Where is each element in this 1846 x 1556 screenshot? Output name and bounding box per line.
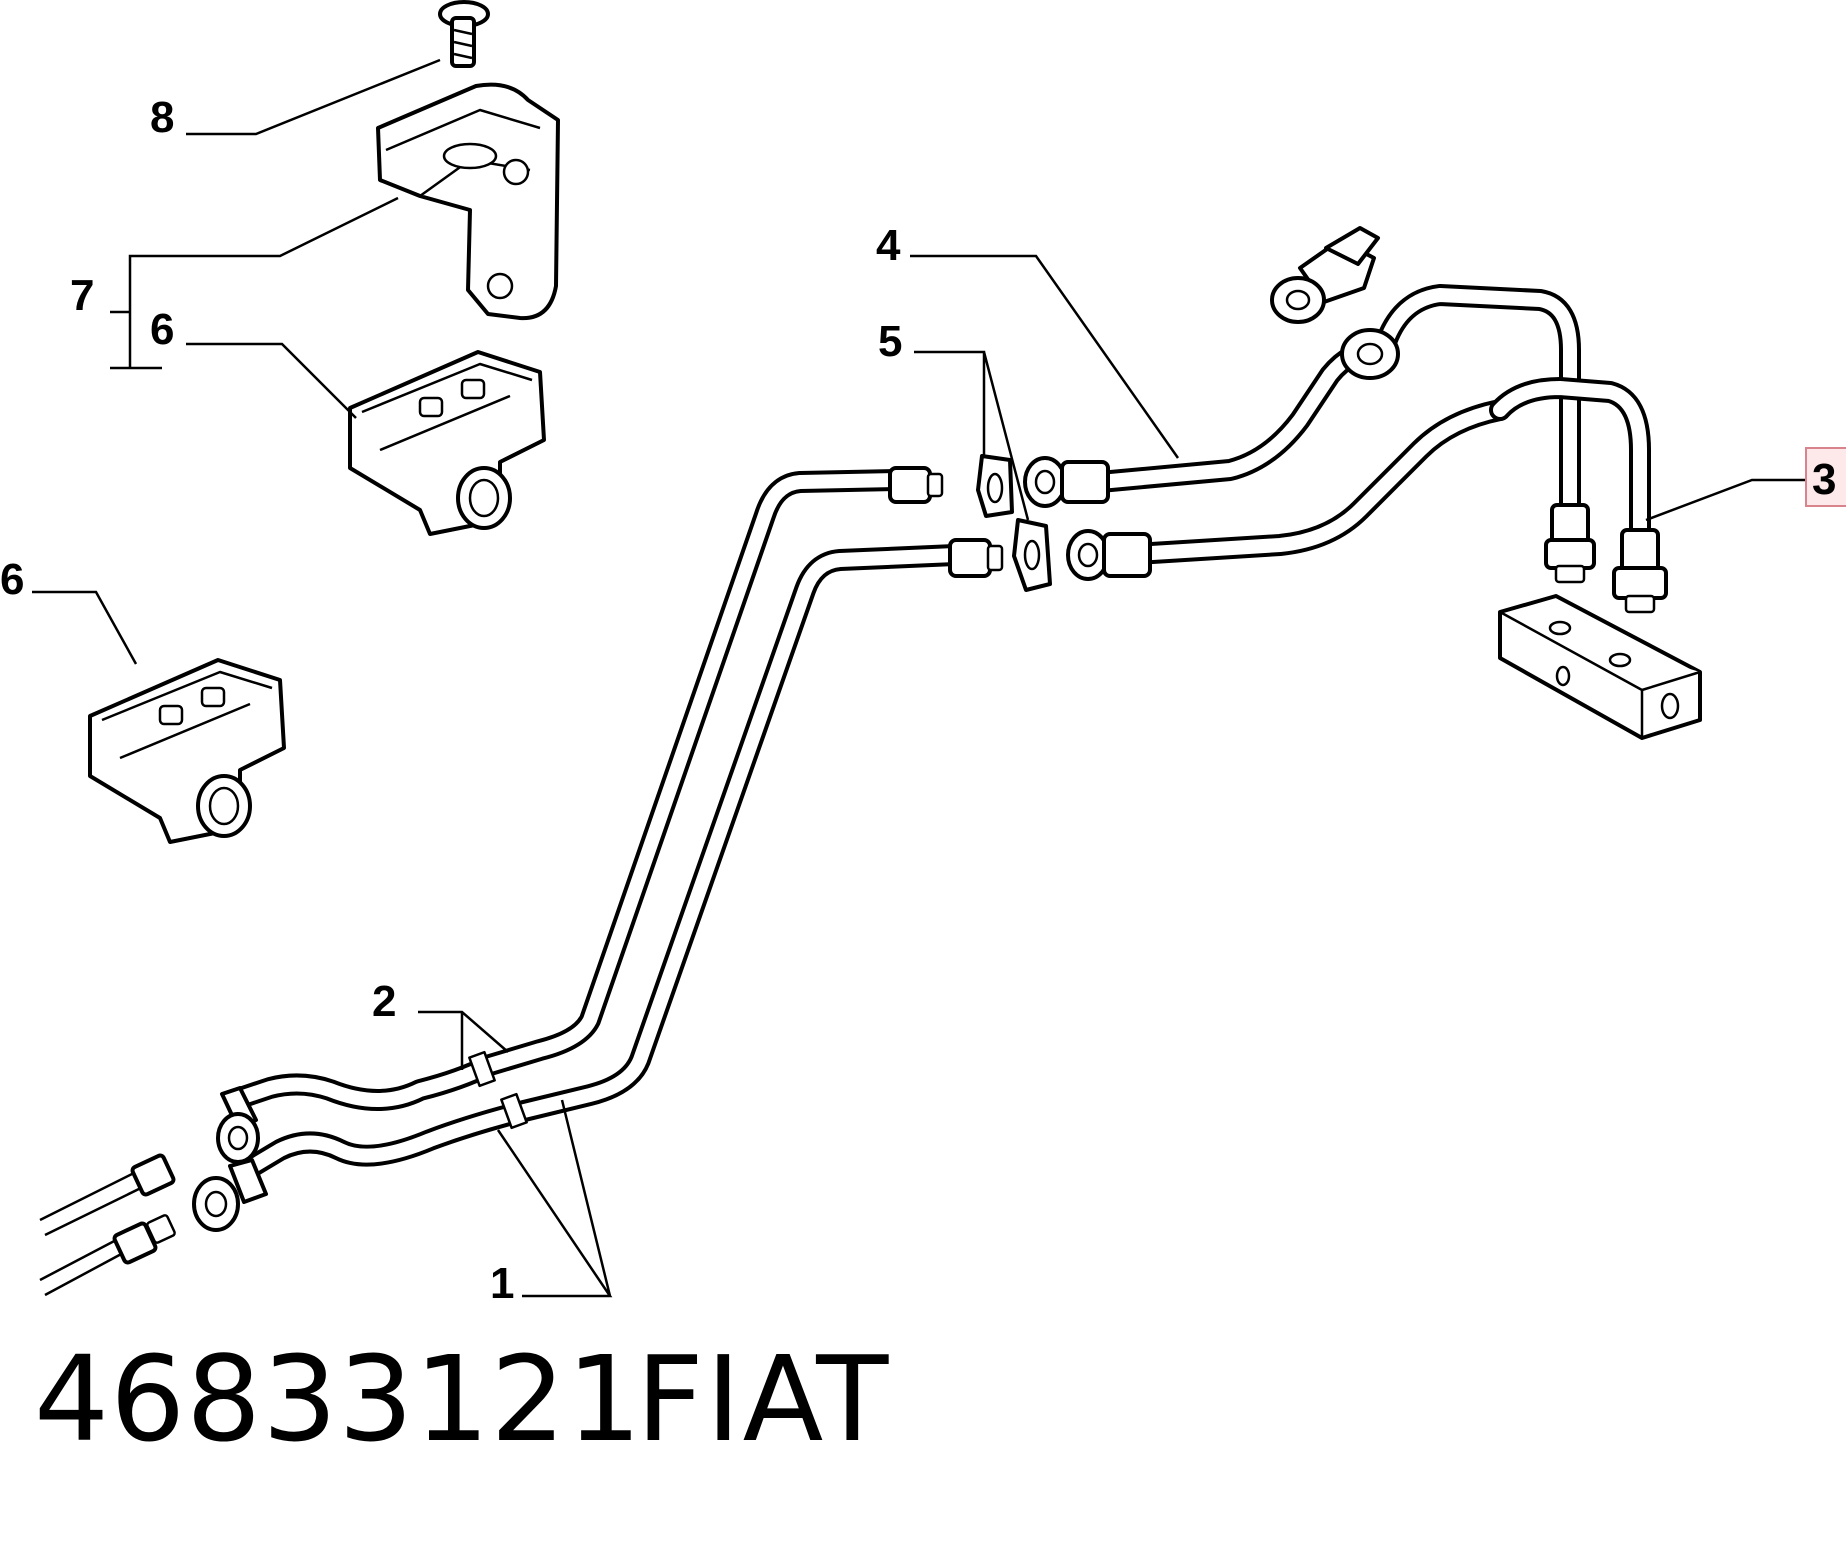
leader-lines — [32, 58, 1806, 1298]
main-pipe-assembly — [229, 469, 966, 1179]
callout-3-highlight — [1805, 447, 1846, 507]
lower-left-fittings — [39, 1086, 268, 1297]
callout-6-upper: 6 — [150, 305, 174, 354]
upper-pipe-end-fittings — [888, 466, 1004, 578]
callout-4: 4 — [876, 221, 901, 270]
callout-6-lower: 6 — [0, 555, 24, 604]
pipe-part-3 — [1270, 226, 1702, 740]
callout-3: 3 — [1812, 455, 1836, 504]
clamp-part-6-lower — [88, 658, 286, 844]
callout-8: 8 — [150, 93, 174, 142]
callout-7: 7 — [70, 271, 94, 320]
callout-2: 2 — [372, 977, 396, 1026]
clip-part-5 — [976, 454, 1052, 592]
bracket-part-7 — [376, 82, 560, 321]
clamp-part-6-upper — [348, 350, 546, 536]
callout-5: 5 — [878, 317, 902, 366]
screw-part-8 — [438, 0, 490, 68]
hose-assembly-part-4 — [1023, 334, 1511, 581]
callout-labels: 8 7 6 6 4 5 3 2 1 — [0, 93, 1836, 1308]
callout-1: 1 — [490, 1259, 514, 1308]
part-number: 46833121 — [34, 1330, 643, 1468]
brand-name: FIAT — [636, 1330, 891, 1468]
